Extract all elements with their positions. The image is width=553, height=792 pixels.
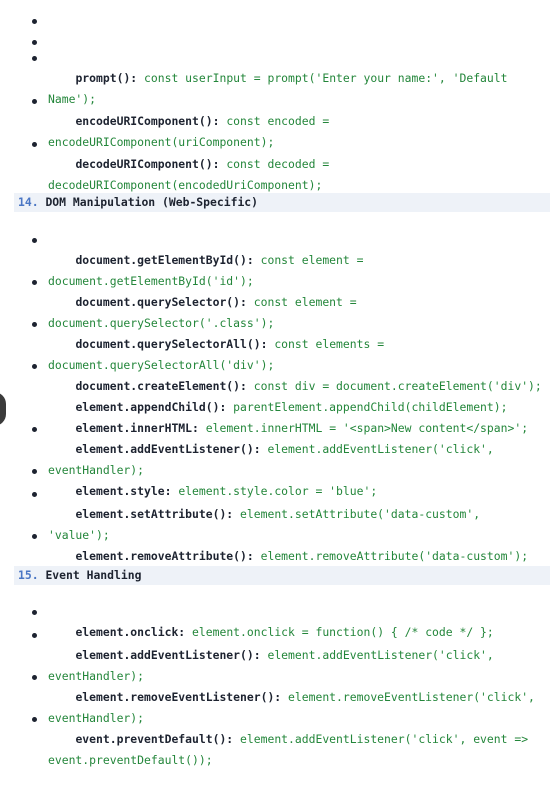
list-bullet: [32, 427, 37, 432]
section-heading: 15. Event Handling: [14, 566, 550, 585]
method-name: element.removeEventListener():: [75, 690, 282, 704]
code-example: const decoded = decodeURIComponent(encod…: [48, 157, 337, 192]
list-bullet: [32, 238, 37, 243]
section-title: Event Handling: [45, 568, 142, 582]
list-bullet: [32, 322, 37, 327]
section-number: 14.: [18, 195, 39, 209]
code-example: element.addEventListener('click', eventH…: [48, 648, 501, 683]
method-name: document.querySelector():: [75, 295, 247, 309]
code-example: const element = document.getElementById(…: [48, 253, 371, 288]
code-example: const userInput = prompt('Enter your nam…: [48, 71, 515, 106]
code-example: const elements = document.querySelectorA…: [48, 337, 391, 372]
method-name: event.preventDefault():: [75, 732, 234, 746]
code-example: element.addEventListener('click', eventH…: [48, 442, 501, 477]
list-bullet: [32, 610, 37, 615]
list-item: document.getElementById(): const element…: [48, 229, 548, 313]
list-item-continuation: element.appendChild(): parentElement.app…: [48, 376, 548, 439]
list-bullet: [32, 534, 37, 539]
list-item: element.addEventListener(): element.addE…: [48, 418, 548, 502]
method-name: element.addEventListener():: [75, 442, 261, 456]
code-example: element.style.color = 'blue';: [178, 484, 378, 498]
method-name: element.appendChild():: [75, 400, 227, 414]
code-example: const div = document.createElement('div'…: [253, 379, 542, 393]
list-bullet: [32, 675, 37, 680]
list-bullet: [32, 19, 37, 24]
code-example: element.removeAttribute('data-custom');: [260, 549, 529, 563]
code-example: parentElement.appendChild(childElement);: [233, 400, 508, 414]
list-bullet: [32, 142, 37, 147]
list-bullet: [32, 40, 37, 45]
list-item: element.style: element.style.color = 'bl…: [48, 460, 548, 523]
list-item: document.createElement(): const div = do…: [48, 355, 548, 418]
code-example: const encoded = encodeURIComponent(uriCo…: [48, 114, 337, 149]
code-example: element.onclick = function() { /* code *…: [192, 625, 494, 639]
code-example: element.innerHTML = '<span>New content</…: [205, 421, 529, 435]
list-bullet: [32, 56, 37, 61]
method-name: element.addEventListener():: [75, 648, 261, 662]
list-bullet: [32, 492, 37, 497]
list-bullet: [32, 99, 37, 104]
method-name: element.setAttribute():: [75, 507, 234, 521]
code-example: element.setAttribute('data-custom', 'val…: [48, 507, 487, 542]
list-item-continuation: element.innerHTML: element.innerHTML = '…: [48, 397, 548, 460]
list-item: prompt(): const userInput = prompt('Ente…: [48, 47, 548, 131]
method-name: element.removeAttribute():: [75, 549, 254, 563]
list-item: document.querySelector(): const element …: [48, 271, 548, 355]
list-item: element.setAttribute(): element.setAttri…: [48, 483, 548, 567]
list-item: element.onclick: element.onclick = funct…: [48, 601, 548, 664]
list-item: encodeURIComponent(): const encoded = en…: [48, 90, 548, 174]
method-name: prompt():: [75, 71, 138, 85]
code-example: element.removeEventListener('click', eve…: [48, 690, 542, 725]
list-bullet: [32, 280, 37, 285]
list-item: element.removeAttribute(): element.remov…: [48, 525, 548, 588]
list-bullet: [32, 469, 37, 474]
list-bullet: [32, 364, 37, 369]
section-heading: 14. DOM Manipulation (Web-Specific): [14, 193, 550, 212]
method-name: document.createElement():: [75, 379, 247, 393]
list-item: element.removeEventListener(): element.r…: [48, 666, 548, 750]
method-name: element.onclick:: [75, 625, 186, 639]
method-name: decodeURIComponent():: [75, 157, 220, 171]
list-bullet: [32, 633, 37, 638]
method-name: element.innerHTML:: [75, 421, 199, 435]
method-name: element.style:: [75, 484, 172, 498]
list-item: decodeURIComponent(): const decoded = de…: [48, 133, 548, 217]
list-item: event.preventDefault(): element.addEvent…: [48, 708, 548, 792]
method-name: document.getElementById():: [75, 253, 254, 267]
section-title: DOM Manipulation (Web-Specific): [45, 195, 259, 209]
list-item: document.querySelectorAll(): const eleme…: [48, 313, 548, 397]
side-scroll-tab[interactable]: [0, 392, 6, 426]
code-example: const element = document.querySelector('…: [48, 295, 364, 330]
section-number: 15.: [18, 568, 39, 582]
method-name: encodeURIComponent():: [75, 114, 220, 128]
list-item: element.addEventListener(): element.addE…: [48, 624, 548, 708]
method-name: document.querySelectorAll():: [75, 337, 268, 351]
list-bullet: [32, 717, 37, 722]
